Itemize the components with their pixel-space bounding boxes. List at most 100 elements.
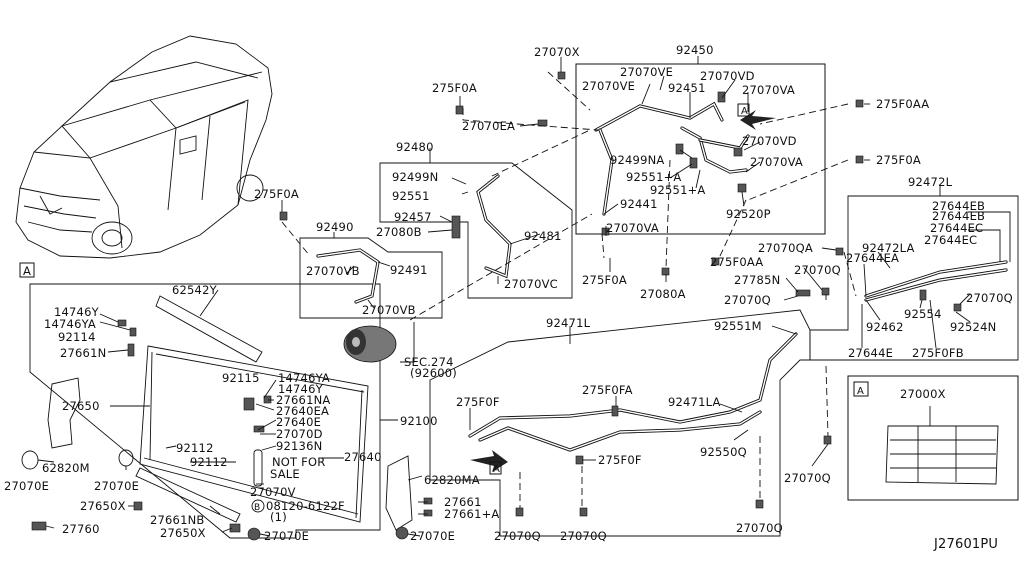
label-275F0FA: 275F0FA — [582, 383, 633, 397]
label-27070Q-1: 27070Q — [794, 263, 841, 277]
arrow-marker-box-2 — [489, 461, 502, 475]
label-92520P: 92520P — [726, 207, 771, 221]
label-92450: 92450 — [676, 43, 714, 57]
label-27644EB-1: 27644EB — [932, 199, 985, 213]
label-27070E-4: 27070E — [410, 529, 455, 543]
label-14746YA-2: 14746YA — [278, 371, 330, 385]
label-92491: 92491 — [390, 263, 428, 277]
label-27650: 27650 — [62, 399, 100, 413]
direction-arrow-2 — [470, 450, 508, 472]
label-92551plusA-2: 92551+A — [650, 183, 706, 197]
tube-group-92472L-frame — [809, 195, 1019, 361]
label-92481: 92481 — [524, 229, 562, 243]
tube-92471L — [468, 332, 798, 452]
label-275F0FB: 275F0FB — [912, 346, 964, 360]
label-27644EA: 27644EA — [846, 251, 899, 265]
label-92471LA: 92471LA — [668, 395, 721, 409]
label-92472L: 92472L — [908, 175, 953, 189]
hose-group-92490-frame — [299, 237, 443, 319]
label-27070E-1: 27070E — [4, 479, 49, 493]
label-27070Q-3: 27070Q — [966, 291, 1013, 305]
label-92480: 92480 — [396, 140, 434, 154]
label-92551M: 92551M — [714, 319, 762, 333]
bolt-marker-label: B — [254, 503, 260, 513]
label-27080A: 27080A — [640, 287, 686, 301]
label-275F0A-mid: 275F0A — [582, 273, 627, 287]
label-not-for: NOT FOR — [272, 455, 325, 469]
label-27070D: 27070D — [276, 427, 323, 441]
label-27070Q-4: 27070Q — [784, 471, 831, 485]
label-sticker-27000X — [853, 381, 999, 485]
leader-lines — [37, 56, 1011, 537]
label-27070VC: 27070VC — [504, 277, 558, 291]
label-92112-2: 92112 — [190, 455, 228, 469]
label-92114: 92114 — [58, 330, 96, 344]
label-27661NA: 27661NA — [276, 393, 330, 407]
inset-marker-label: A — [857, 386, 864, 397]
label-275F0AA-top: 275F0AA — [876, 97, 929, 111]
label-275F0A-left: 275F0A — [254, 187, 299, 201]
label-275F0AA-mid: 275F0AA — [710, 255, 763, 269]
label-62820MA: 62820MA — [424, 473, 480, 487]
label-92524N: 92524N — [950, 320, 996, 334]
label-92115: 92115 — [222, 371, 260, 385]
label-62542Y: 62542Y — [172, 283, 218, 297]
label-14746YA-1: 14746YA — [44, 317, 96, 331]
label-92600: (92600) — [410, 366, 457, 380]
label-92550Q: 92550Q — [700, 445, 747, 459]
label-27640E: 27640E — [276, 415, 321, 429]
label-SEC274: SEC.274 — [404, 355, 454, 369]
arrow-marker-label-2: A — [493, 464, 500, 475]
part-labels: 27070X 92450 275F0A 27070VE 27070VD 2707… — [4, 43, 1013, 552]
condenser — [135, 295, 369, 523]
label-27070VE-2: 27070VE — [582, 79, 635, 93]
label-27070Q-2: 27070Q — [724, 293, 771, 307]
label-27661NB: 27661NB — [150, 513, 204, 527]
label-27640EA: 27640EA — [276, 404, 329, 418]
label-27644EC-1: 27644EC — [930, 221, 983, 235]
label-275F0A-top: 275F0A — [432, 81, 477, 95]
view-marker-label: A — [23, 264, 31, 278]
air-guide-62542Y — [155, 295, 263, 363]
label-27070VB-2: 27070VB — [362, 303, 416, 317]
label-27070Q-5: 27070Q — [494, 529, 541, 543]
condenser-group-frame — [29, 283, 381, 539]
label-275F0F-2: 275F0F — [598, 453, 642, 467]
label-27070V: 27070V — [250, 485, 296, 499]
label-92490: 92490 — [316, 220, 354, 234]
label-92100: 92100 — [400, 414, 438, 428]
label-08120-qty: (1) — [270, 510, 287, 524]
label-14746Y-1: 14746Y — [54, 305, 100, 319]
air-guide-left — [47, 377, 81, 449]
hose-group-92450-frame — [575, 63, 826, 235]
label-92462: 92462 — [866, 320, 904, 334]
arrow-marker-box-1 — [737, 103, 750, 117]
label-27760: 27760 — [62, 522, 100, 536]
compressor-sec274 — [343, 325, 397, 363]
label-inset-frame — [847, 375, 1019, 501]
label-27650X-2: 27650X — [160, 526, 206, 540]
bolt-marker-circle — [251, 499, 265, 513]
label-92551: 92551 — [392, 189, 430, 203]
label-27070VE-1: 27070VE — [620, 65, 673, 79]
view-marker-box — [19, 262, 35, 278]
label-27070E-3: 27070E — [264, 529, 309, 543]
diagram-id: J27601PU — [933, 537, 998, 552]
hose-group-92480-frame — [379, 162, 573, 299]
label-92451: 92451 — [668, 81, 706, 95]
label-27000X: 27000X — [900, 387, 946, 401]
label-275F0A-right: 275F0A — [876, 153, 921, 167]
vehicle-illustration — [15, 35, 273, 259]
label-27640: 27640 — [344, 450, 382, 464]
label-27644E: 27644E — [848, 346, 893, 360]
label-27070VA-1: 27070VA — [742, 83, 795, 97]
label-27661N: 27661N — [60, 346, 106, 360]
air-guide-right — [385, 455, 413, 531]
label-92499N: 92499N — [392, 170, 438, 184]
label-92136N: 92136N — [276, 439, 322, 453]
label-92441: 92441 — [620, 197, 658, 211]
label-27070E-2: 27070E — [94, 479, 139, 493]
clip-27070E — [118, 449, 134, 467]
